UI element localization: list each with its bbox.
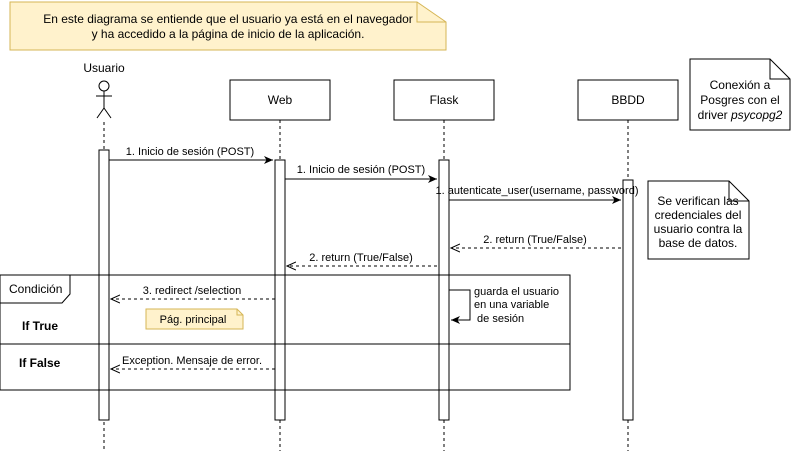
state-main-page-label: Pág. principal [160,314,227,326]
message-3-label: 1. autenticate_user(username, password) [436,185,639,197]
stick-figure-icon [96,80,112,119]
participant-web-label: Web [268,93,293,107]
note-verify-line-1: Se verifican las [657,194,738,208]
message-6-label: 3. redirect /selection [143,285,241,297]
note-top-line-1: En este diagrama se entiende que el usua… [43,12,413,26]
note-verify: Se verifican las credenciales del usuari… [647,180,750,260]
note-db-connection: Conexión a Posgres con el driver psycopg… [689,58,791,131]
actor-user-label: Usuario [83,61,125,75]
message-7: Exception. Mensaje de error. [111,355,275,369]
guard-true: If True [22,319,58,333]
self-call-line-2: en una variable [474,299,549,311]
activation-user [98,149,110,421]
guard-false: If False [19,356,61,370]
message-3: 1. autenticate_user(username, password) [436,185,639,204]
state-main-page: Pág. principal [145,308,244,330]
message-4: 2. return (True/False) [451,234,621,248]
activation-flask [438,159,450,421]
note-db-line-2: Posgres con el [700,93,779,107]
note-db-line-3-italic: psycopg2 [730,108,783,122]
note-db-line-1: Conexión a [710,78,771,92]
message-1: 1. Inicio de sesión (POST) [109,146,273,164]
participant-web: Web [229,79,331,121]
activation-db [622,179,634,421]
participant-db: BBDD [577,79,679,121]
message-7-label: Exception. Mensaje de error. [122,355,262,367]
message-1-label: 1. Inicio de sesión (POST) [126,146,254,158]
message-5-label: 2. return (True/False) [309,252,413,264]
self-call-line-1: guarda el usuario [474,286,559,298]
message-4-label: 2. return (True/False) [483,234,587,246]
alt-fragment: Condición If True If False [0,274,571,391]
activation-web [274,159,286,421]
note-db-line-3-prefix: driver [698,108,731,122]
note-verify-line-3: usuario contra la [654,222,743,236]
message-5: 2. return (True/False) [287,252,437,266]
note-top: En este diagrama se entiende que el usua… [9,1,447,51]
message-2-label: 1. Inicio de sesión (POST) [297,164,425,176]
self-call-line-3: de sesión [474,313,524,325]
fragment-label: Condición [9,282,62,296]
note-db-line-3: driver psycopg2 [698,108,783,122]
participant-flask: Flask [393,79,495,121]
message-2: 1. Inicio de sesión (POST) [285,164,437,183]
self-call-flask: guarda el usuario en una variable de ses… [449,286,559,325]
note-verify-line-2: credenciales del [655,208,742,222]
note-top-line-2: y ha accedido a la página de inicio de l… [92,27,365,41]
actor-user: Usuario [83,61,125,119]
message-6: 3. redirect /selection [111,285,275,299]
participant-db-label: BBDD [611,93,645,107]
participant-flask-label: Flask [430,93,460,107]
note-verify-line-4: base de datos. [659,236,738,250]
